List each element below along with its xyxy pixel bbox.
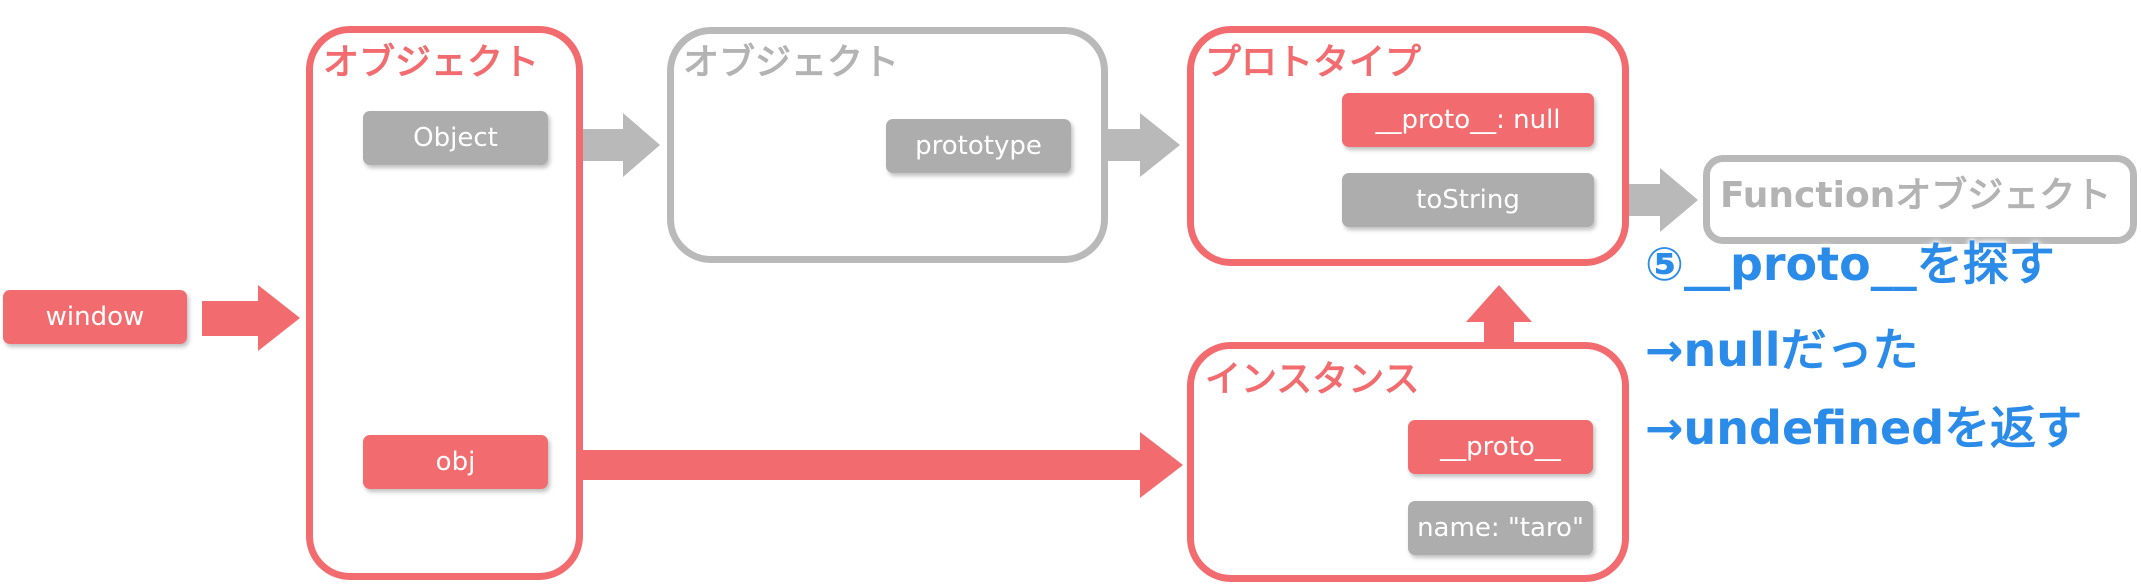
obj-node: obj xyxy=(363,435,548,489)
arrow-obj-to-instance xyxy=(558,432,1183,498)
global-object-frame xyxy=(306,26,583,580)
note-line-2: →nullだった xyxy=(1645,323,1919,377)
name-node: name: "taro" xyxy=(1408,501,1593,555)
prototype-label: prototype xyxy=(915,131,1042,161)
proto-label: __proto__ xyxy=(1440,432,1561,462)
proto-null-node: __proto__: null xyxy=(1342,93,1594,147)
note-line-1: ⑤__proto__を探す xyxy=(1645,237,2055,291)
window-label: window xyxy=(45,302,145,332)
note-line-3: →undefinedを返す xyxy=(1645,401,2083,455)
object-label: Object xyxy=(413,123,498,153)
object-node: Object xyxy=(363,111,548,165)
arrow-window-to-global xyxy=(202,285,300,351)
tostring-label: toString xyxy=(1416,185,1520,215)
window-node: window xyxy=(3,290,187,344)
function-object-frame xyxy=(1703,155,2137,244)
name-label: name: "taro" xyxy=(1417,513,1584,543)
prototype-title: プロトタイプ xyxy=(1205,42,1422,83)
proto-null-label: __proto__: null xyxy=(1375,105,1561,135)
proto-node: __proto__ xyxy=(1408,420,1593,474)
function-object-title: Functionオブジェクト xyxy=(1720,175,2112,216)
tostring-node: toString xyxy=(1342,173,1594,227)
obj-label: obj xyxy=(435,447,476,477)
global-object-title: オブジェクト xyxy=(323,42,540,83)
object-function-title: オブジェクト xyxy=(683,42,900,83)
instance-title: インスタンス xyxy=(1205,359,1420,400)
prototype-node: prototype xyxy=(886,119,1071,173)
arrow-object-to-function xyxy=(563,113,660,177)
